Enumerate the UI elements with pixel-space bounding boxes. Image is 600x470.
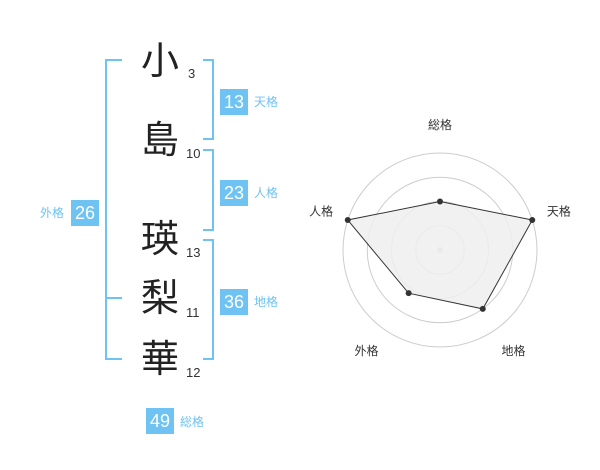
chikaku-bracket — [203, 239, 214, 360]
radar-point-1 — [529, 217, 536, 224]
name-char-2: 島 — [140, 118, 179, 162]
chikaku-label: 地格 — [254, 295, 279, 309]
gaikaku-label: 外格 — [40, 206, 65, 220]
name-char-5: 華 — [140, 337, 179, 381]
name-char-4: 梨 — [140, 276, 179, 320]
radar-area — [346, 200, 534, 310]
tenkaku-value: 13 — [220, 89, 248, 115]
radar-point-0 — [437, 198, 443, 205]
name-char-3: 瑛 — [140, 217, 179, 261]
stroke-count-2: 10 — [186, 146, 201, 161]
stroke-count-3: 13 — [186, 245, 201, 260]
radar-axis-label-1: 天格 — [547, 203, 571, 218]
radar-ring-4 — [342, 152, 538, 348]
soukaku-value: 49 — [146, 408, 174, 434]
tenkaku-label: 天格 — [254, 95, 279, 109]
radar-point-3 — [405, 290, 412, 297]
name-char-1: 小 — [140, 39, 179, 83]
chikaku-value: 36 — [220, 289, 248, 315]
jinkaku-value: 23 — [220, 180, 248, 206]
tenkaku-bracket — [203, 59, 214, 140]
radar-points — [344, 198, 536, 312]
radar-axis-label-4: 人格 — [309, 203, 333, 218]
radar-point-2 — [479, 305, 486, 312]
jinkaku-bracket — [203, 149, 214, 231]
jinkaku-label: 人格 — [254, 186, 279, 200]
stroke-count-1: 3 — [188, 66, 196, 81]
radar-axis-label-0: 総格 — [428, 117, 452, 132]
radar-axis-label-3: 外格 — [354, 343, 378, 358]
radar-axis-label-2: 地格 — [501, 343, 525, 358]
gaikaku-bracket — [105, 59, 122, 360]
stroke-count-4: 11 — [186, 305, 200, 320]
soukaku-label: 総格 — [180, 415, 205, 429]
radar-point-4 — [344, 217, 351, 224]
stroke-count-5: 12 — [186, 365, 201, 380]
gaikaku-value: 26 — [71, 200, 99, 226]
